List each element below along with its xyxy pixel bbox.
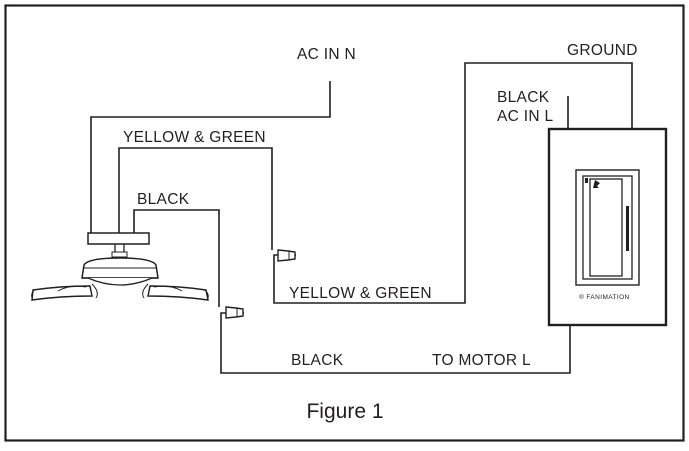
to-motor-l-label: TO MOTOR L	[432, 352, 531, 369]
ground-wire	[273, 62, 633, 304]
black-bottom-label: BLACK	[291, 352, 344, 369]
ac-in-l-label: AC IN L	[497, 108, 553, 125]
black-top-label: BLACK	[497, 89, 550, 106]
yellow-green-fan-wire	[118, 147, 273, 250]
figure-caption: Figure 1	[306, 400, 383, 423]
wire-connector-lower	[225, 306, 244, 319]
wire-connector-upper	[277, 249, 296, 262]
ac-in-n-label: AC IN N	[297, 46, 356, 63]
black-fan-wire	[133, 209, 220, 307]
switch-brand-label: ® FANIMATION	[579, 293, 630, 301]
yellow-green-top-label: YELLOW & GREEN	[123, 129, 266, 146]
ceiling-fan-illustration	[31, 232, 209, 301]
black-left-label: BLACK	[137, 191, 190, 208]
ground-label: GROUND	[567, 42, 638, 59]
yellow-green-bottom-label: YELLOW & GREEN	[289, 285, 432, 302]
wall-switch-illustration	[547, 127, 668, 327]
figure-border	[4, 4, 685, 442]
ac-in-n-wire	[90, 81, 331, 233]
switch-logo-icon	[593, 180, 600, 188]
